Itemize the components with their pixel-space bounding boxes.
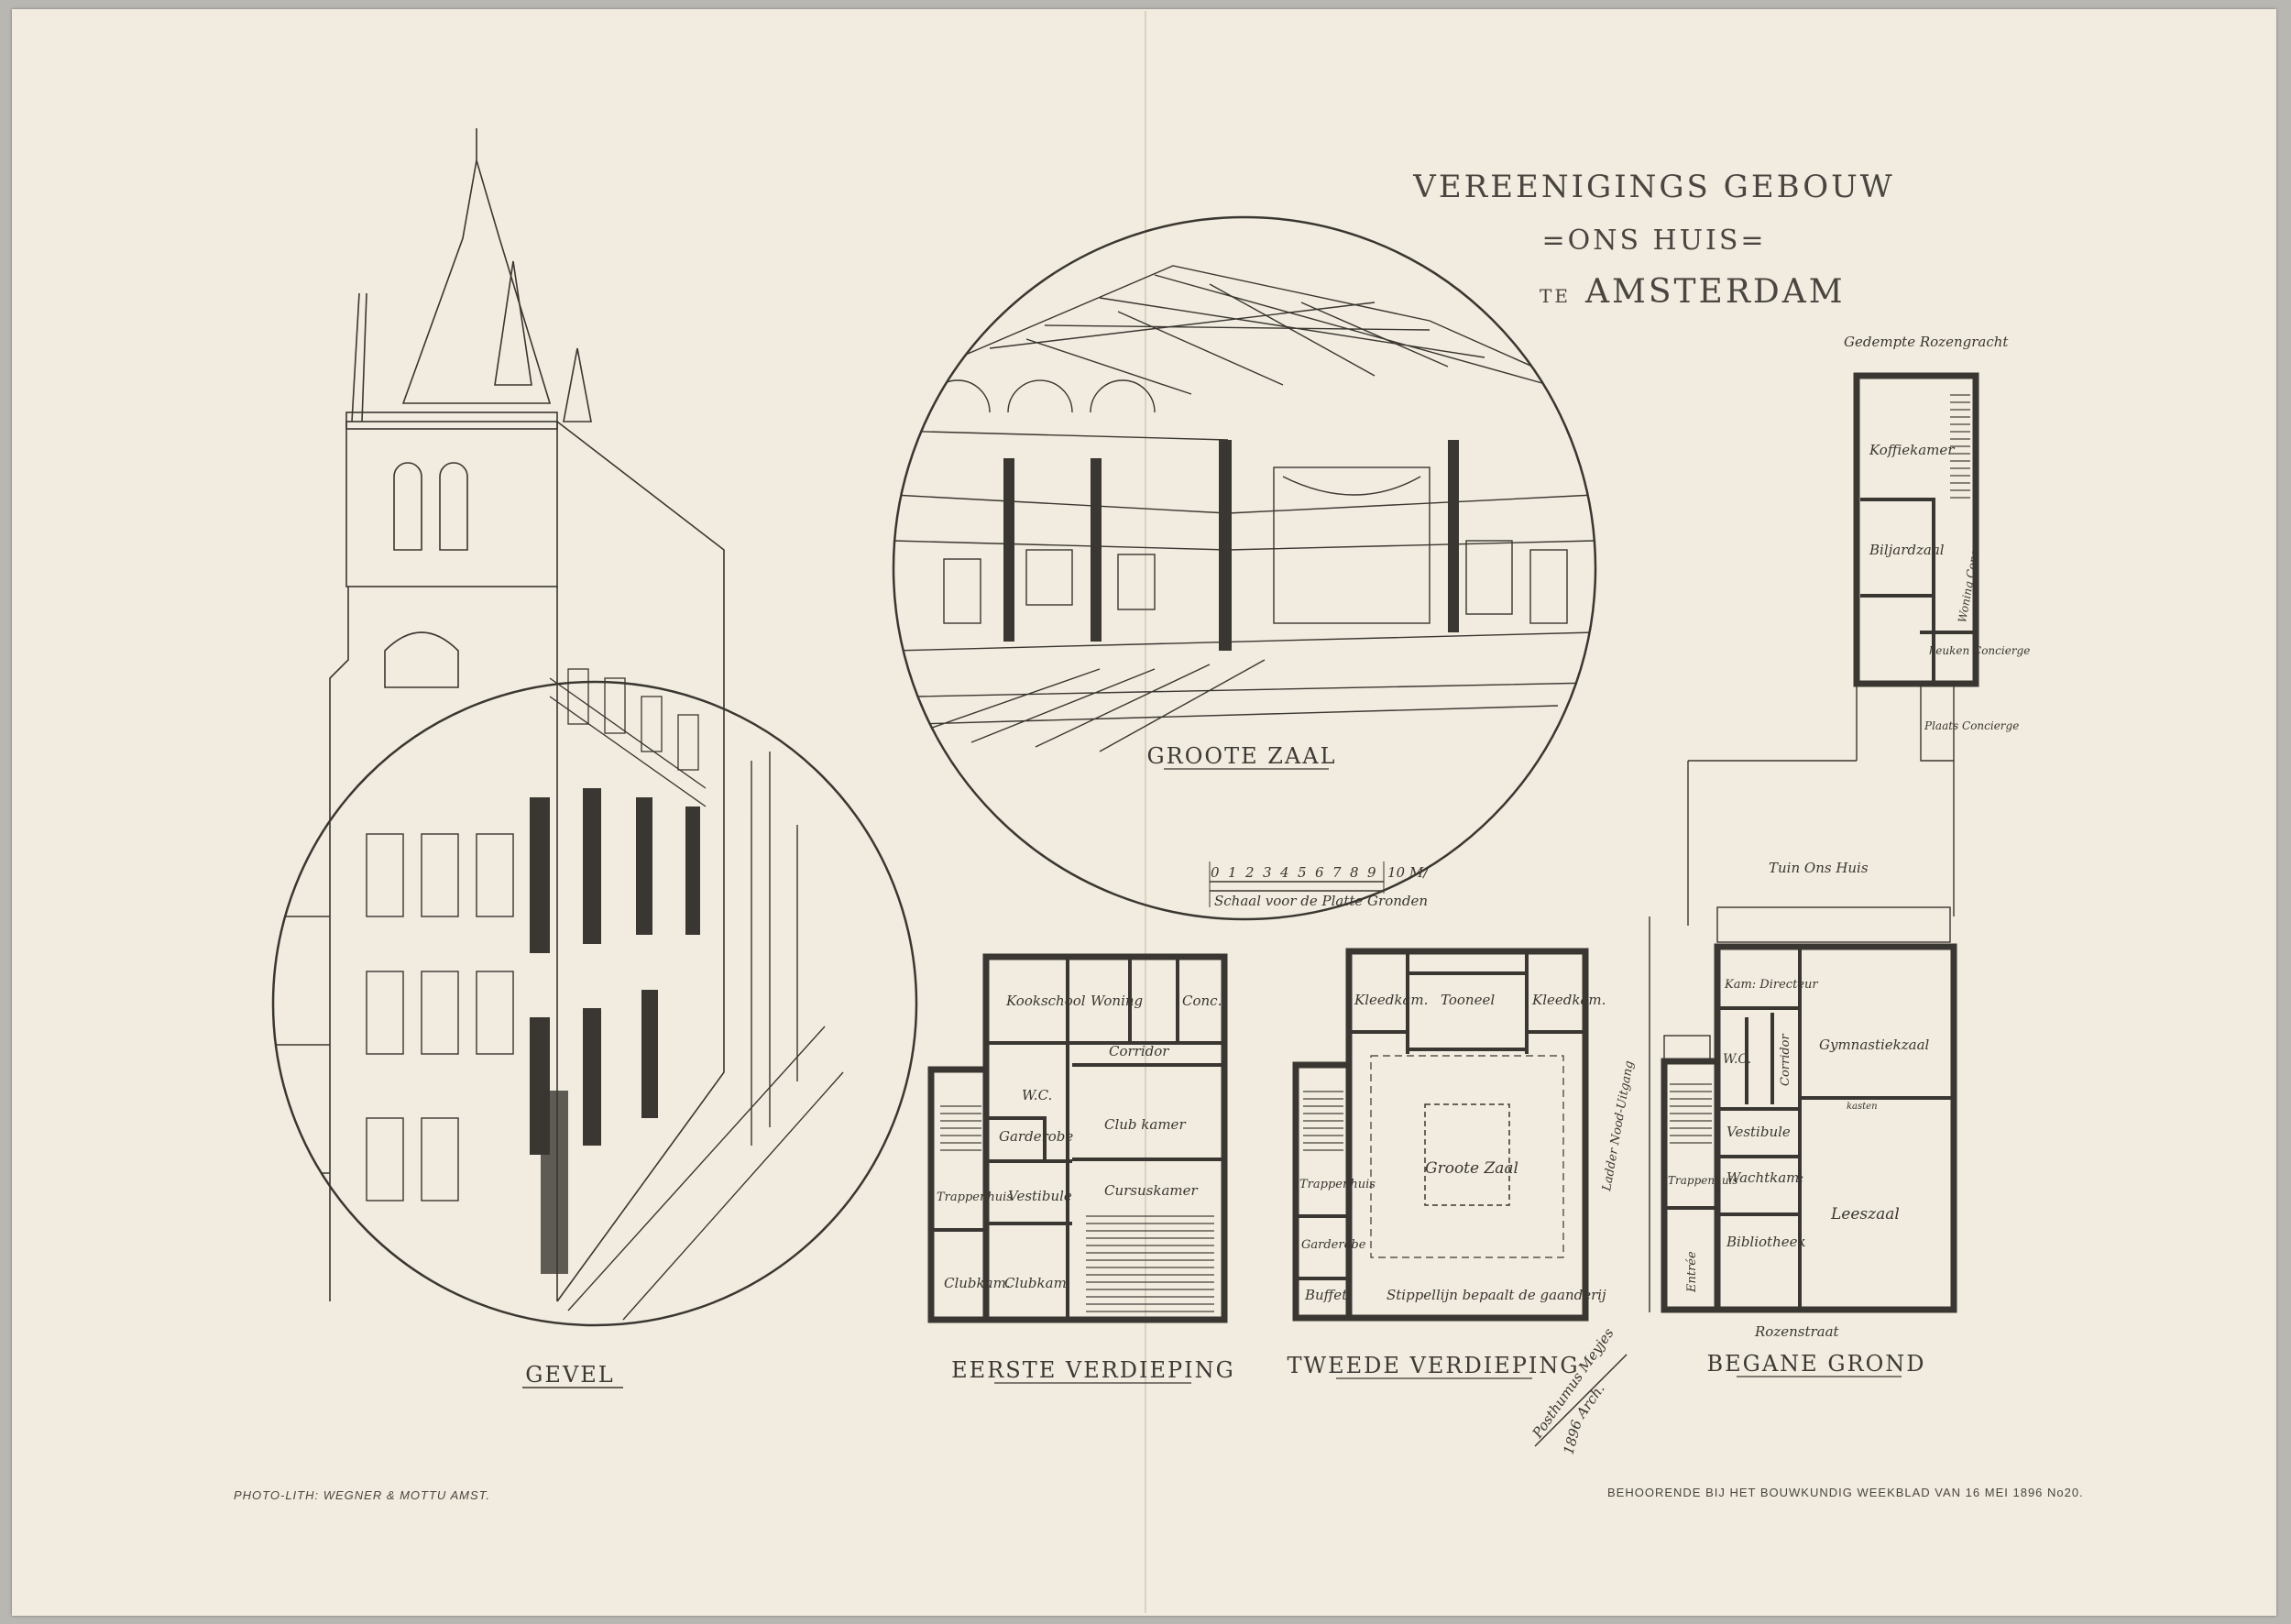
scale-tick: 7 <box>1332 864 1342 881</box>
scale-tick: 5 <box>1298 864 1307 881</box>
room-label: Garderobe <box>1301 1238 1366 1252</box>
room-label: Biljardzaal <box>1869 542 1945 558</box>
room-label: Tooneel <box>1441 992 1495 1008</box>
room-label: Conc. <box>1182 993 1222 1009</box>
room-label: Kleedkam. <box>1354 992 1428 1008</box>
scale-bar: 0 1 2 3 4 5 6 7 8 9 10 M/ Schaal voor de… <box>1209 861 1430 909</box>
room-label: Corridor <box>1779 1033 1792 1086</box>
room-label: Kam: Directeur <box>1724 978 1818 992</box>
printer-credit: PHOTO-LITH: WEGNER & MOTTU AMST. <box>234 1488 490 1502</box>
room-label: Plaats Concierge <box>1924 719 2019 732</box>
room-label: Vestibule <box>1726 1124 1791 1140</box>
room-label: Stippellijn bepaalt de gaanderij <box>1387 1287 1606 1303</box>
scale-tick: 8 <box>1350 864 1359 881</box>
room-label: Koffiekamer <box>1869 442 1955 458</box>
room-label: Woning <box>1091 993 1143 1009</box>
scale-tick: 3 <box>1263 864 1272 881</box>
room-label: Trappenhuis <box>1668 1174 1738 1187</box>
street-label-rozenstraat: Rozenstraat <box>1754 1323 1840 1340</box>
room-label: Ladder Nood-Uitgang <box>1600 1059 1637 1192</box>
title-line-3-prefix: TE <box>1540 285 1571 307</box>
room-label: Clubkam. <box>944 1275 1011 1291</box>
room-label: Cursuskamer <box>1104 1182 1198 1199</box>
room-label: kasten <box>1847 1102 1878 1112</box>
signature-year: 1896 <box>1560 1418 1584 1456</box>
room-label: Trappenhuis <box>937 1191 1013 1204</box>
floor-plan-begane-grond: Gedempte Rozengracht Koffiekamer Biljard… <box>1649 334 2030 1340</box>
room-label: Kleedkam. <box>1531 992 1606 1008</box>
room-label: Club kamer <box>1104 1116 1186 1133</box>
room-label: Tuin Ons Huis <box>1769 860 1869 876</box>
scale-tick: 6 <box>1315 864 1324 881</box>
publication-note: BEHOORENDE BIJ HET BOUWKUNDIG WEEKBLAD V… <box>1607 1486 2084 1499</box>
scale-tick: 1 <box>1228 864 1237 881</box>
scale-tick: 0 <box>1211 864 1220 881</box>
architect-signature: Posthumus Meyjes Arch. 1896 <box>1529 1325 1628 1456</box>
room-label: W.C. <box>1723 1052 1751 1067</box>
room-label: Vestibule <box>1008 1188 1072 1204</box>
room-label: Wachtkam: <box>1726 1169 1803 1186</box>
room-label: Groote Zaal <box>1425 1159 1518 1178</box>
room-label: W.C. <box>1022 1087 1052 1103</box>
caption-groote-zaal: GROOTE ZAAL <box>1146 743 1336 769</box>
scale-tick: 2 <box>1244 864 1255 881</box>
caption-eerste-verdieping: EERSTE VERDIEPING <box>951 1357 1235 1383</box>
scale-tick: 4 <box>1279 864 1289 881</box>
caption-begane-grond: BEGANE GROND <box>1707 1351 1926 1377</box>
room-label: Leeszaal <box>1830 1205 1900 1223</box>
room-label: Corridor <box>1109 1043 1169 1059</box>
caption-tweede-verdieping: TWEEDE VERDIEPING <box>1287 1353 1579 1378</box>
room-label: Kookschool <box>1005 993 1086 1009</box>
floor-plan-tweede-verdieping: Kleedkam. Tooneel Kleedkam. Groote Zaal … <box>1292 948 1637 1322</box>
facade-drawing <box>271 128 918 1327</box>
room-label: Trappenhuis <box>1299 1178 1376 1191</box>
title-line-2: =ONS HUIS= <box>1541 225 1766 257</box>
paper-sheet <box>12 9 2276 1616</box>
street-label-gedempte-rozengracht: Gedempte Rozengracht <box>1844 334 2009 350</box>
scale-end: 10 M/ <box>1387 864 1430 881</box>
scale-tick: 9 <box>1367 864 1376 881</box>
floor-plan-eerste-verdieping: Kookschool Woning Conc. Corridor W.C. Cl… <box>927 953 1228 1323</box>
caption-gevel: GEVEL <box>525 1362 614 1388</box>
room-label: Buffet <box>1304 1287 1348 1303</box>
room-label: Bibliotheek <box>1726 1234 1806 1250</box>
title-line-1: VEREENIGINGS GEBOUW <box>1412 169 1894 205</box>
plate-title: VEREENIGINGS GEBOUW =ONS HUIS= TE AMSTER… <box>1412 169 1894 311</box>
room-label: Entrée <box>1685 1251 1699 1293</box>
room-label: keuken Concierge <box>1929 644 2030 657</box>
title-line-3: AMSTERDAM <box>1584 273 1846 311</box>
room-label: Garderobe <box>999 1128 1073 1145</box>
scale-label: Schaal voor de Platte Gronden <box>1214 893 1428 909</box>
room-label: Gymnastiekzaal <box>1819 1037 1930 1053</box>
room-label: Clubkam. <box>1004 1275 1071 1291</box>
interior-drawing-groote-zaal <box>892 215 1597 921</box>
